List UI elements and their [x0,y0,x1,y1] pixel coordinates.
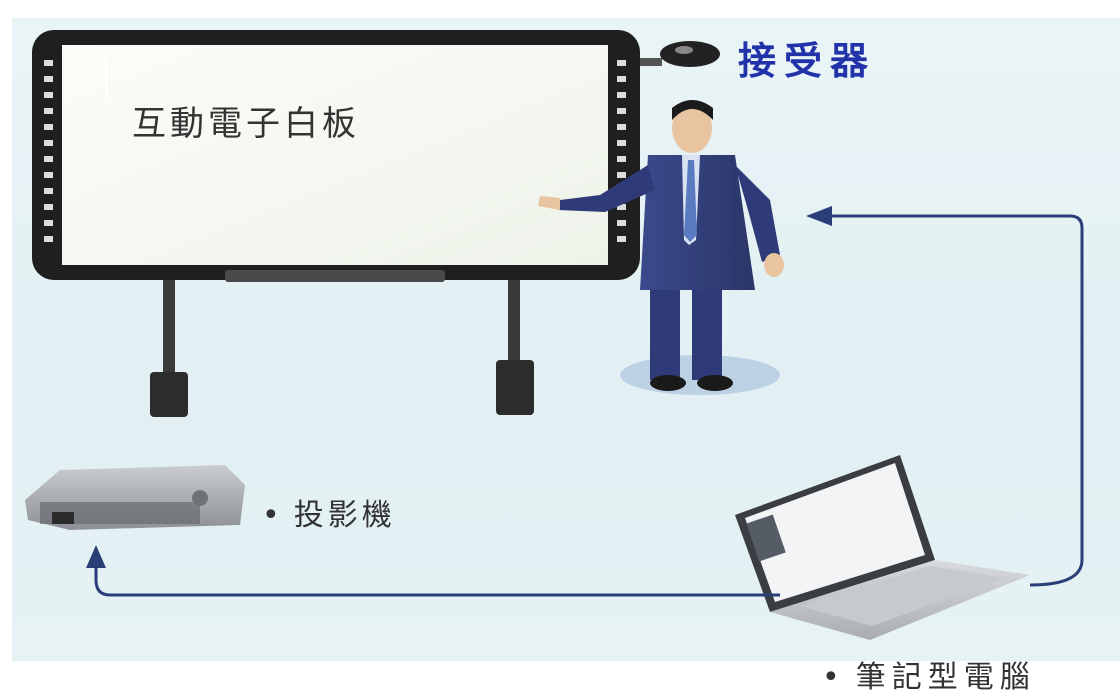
toolbar-icons-left [44,60,53,242]
arrow-head-to-projector [86,545,106,568]
whiteboard-label: 互動電子白板 [132,104,360,144]
projector-label-text: 投影機 [293,498,396,533]
laptop-to-receiver-line [812,214,1084,587]
whiteboard-stand [150,270,534,417]
arrow-head-to-receiver [806,206,832,226]
projector-label: • 投影機 [262,490,396,534]
laptop-icon [735,455,1030,640]
presenter-figure [538,100,784,395]
bullet-mark: • [822,660,846,695]
projector-icon [25,465,245,530]
laptop-label-text: 筆記型電腦 [855,660,1036,695]
receiver-icon [640,41,720,67]
connection-lines [94,214,1084,597]
laptop-label: • 筆記型電腦 [822,652,1036,696]
laptop-to-projector-line [94,560,780,597]
interactive-whiteboard [32,30,640,282]
receiver-label: 接受器 [738,38,877,83]
bullet-mark: • [262,498,284,533]
